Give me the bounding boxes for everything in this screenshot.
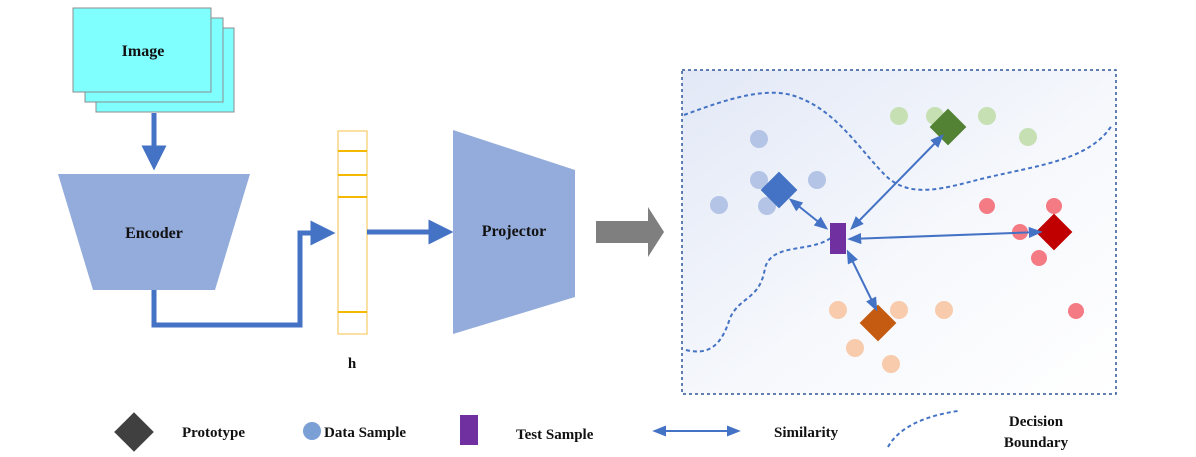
data-sample-red xyxy=(979,198,995,214)
data-sample-orange xyxy=(890,301,908,319)
legend-data-sample-label: Data Sample xyxy=(324,425,406,441)
data-sample-orange xyxy=(935,301,953,319)
projector-block: Projector xyxy=(453,130,575,334)
data-sample-green xyxy=(890,107,908,125)
legend-data-sample-icon xyxy=(303,422,321,440)
feature-vector-box xyxy=(337,130,368,335)
legend-similarity-label: Similarity xyxy=(774,425,839,441)
legend-test-sample-icon xyxy=(460,415,478,445)
data-sample-blue xyxy=(750,130,768,148)
encoder-trapezoid xyxy=(58,174,250,290)
legend-test-sample-label: Test Sample xyxy=(516,427,594,443)
legend-prototype-icon xyxy=(114,412,154,452)
legend-decision-boundary-label-line2: Boundary xyxy=(1004,435,1069,451)
image-label: Image xyxy=(122,43,165,60)
output-arrow xyxy=(596,207,664,257)
data-sample-orange xyxy=(882,355,900,373)
projector-trapezoid xyxy=(453,130,575,334)
data-sample-orange xyxy=(829,301,847,319)
legend-prototype-label: Prototype xyxy=(182,425,245,441)
similarity-arrow-blue xyxy=(788,198,829,230)
decision-boundary-bottom xyxy=(685,231,837,353)
image-card-front xyxy=(72,7,212,93)
embedding-space-panel xyxy=(681,69,1117,395)
data-sample-red xyxy=(1046,198,1062,214)
data-sample-red xyxy=(1031,250,1047,266)
data-sample-blue xyxy=(808,171,826,189)
data-sample-blue xyxy=(758,197,776,215)
legend-decision-boundary-label-line1: Decision xyxy=(1009,414,1064,430)
data-sample-blue xyxy=(710,196,728,214)
feature-vector: h xyxy=(337,130,368,372)
prototype-orange xyxy=(859,304,897,342)
encoder-to-feature-arrow xyxy=(151,220,336,328)
prototype-blue xyxy=(760,171,798,209)
data-sample-orange xyxy=(846,339,864,357)
data-sample-red xyxy=(1068,303,1084,319)
similarity-arrow-orange xyxy=(846,249,878,312)
data-sample-blue xyxy=(750,171,768,189)
similarity-arrow-red xyxy=(847,226,1043,245)
projector-label: Projector xyxy=(482,223,547,240)
encoder-label: Encoder xyxy=(125,225,183,242)
legend-decision-boundary-icon xyxy=(887,410,959,448)
test-sample xyxy=(830,223,846,254)
legend: Prototype Data Sample Test Sample Simila… xyxy=(114,410,1069,452)
similarity-arrow-green xyxy=(850,133,944,231)
feature-label: h xyxy=(348,356,357,372)
prototype-red xyxy=(1035,213,1073,251)
data-sample-green xyxy=(978,107,996,125)
image-stack: Image xyxy=(72,7,235,113)
encoder-block: Encoder xyxy=(58,174,250,290)
decision-boundary-top xyxy=(683,91,1113,191)
data-sample-green xyxy=(1019,128,1037,146)
